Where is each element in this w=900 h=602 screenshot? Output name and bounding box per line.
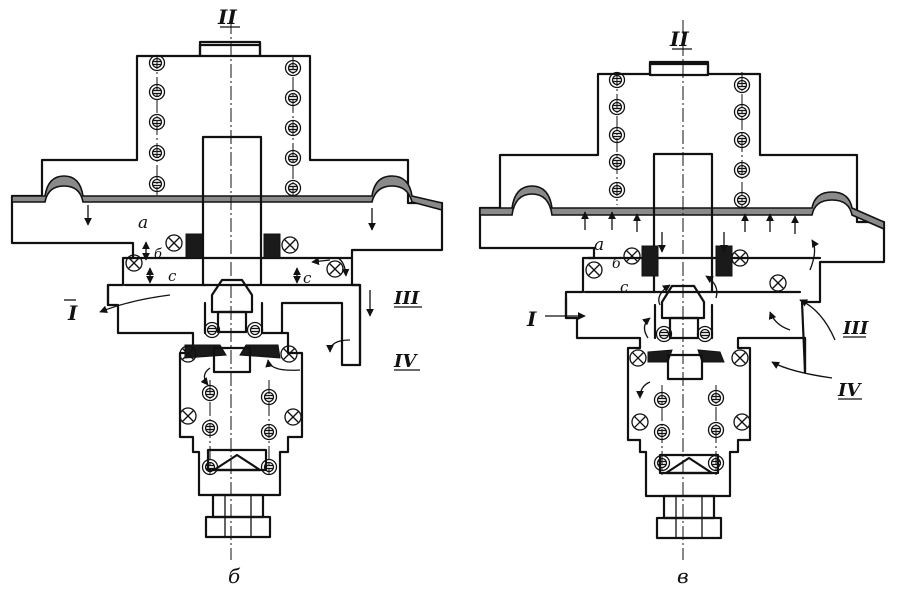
magnet-left <box>641 245 659 277</box>
figure-caption-v: в <box>677 564 689 588</box>
chamber-label-b: б <box>154 247 162 262</box>
magnet-right <box>263 233 281 259</box>
bottom-nut-upper <box>662 494 716 520</box>
chamber-label-b: б <box>612 256 621 272</box>
port-label-right-lower: IV <box>837 380 862 401</box>
port-label-right-upper: III <box>393 288 420 309</box>
chamber-label-a: a <box>138 213 148 233</box>
lower-spring <box>201 384 278 476</box>
port-label-right-upper: III <box>842 318 869 339</box>
port-label-right-lower: IV <box>393 351 418 372</box>
upper-spring <box>608 71 751 209</box>
bottom-nut-lower <box>204 515 272 539</box>
central-stem <box>201 135 263 287</box>
upper-housing <box>478 62 886 498</box>
port-label-left: I <box>67 301 78 325</box>
chamber-label-c-right: c <box>303 269 312 287</box>
bottom-nut-upper <box>211 493 265 519</box>
figure-caption-b: б <box>228 564 241 588</box>
chamber-label-a: a <box>594 235 604 255</box>
port-label-top: II <box>669 27 689 51</box>
diaphragm <box>479 185 885 231</box>
port-label-left: I <box>526 307 537 331</box>
pressure-arrows <box>581 211 799 253</box>
port-label-top: II <box>217 5 237 29</box>
chamber-label-c-left: c <box>168 267 177 285</box>
valve-cone <box>210 278 254 314</box>
diaphragm <box>11 175 443 212</box>
valve-cone <box>660 284 706 320</box>
chamber-label-c-left: c <box>620 278 629 296</box>
top-cap <box>198 40 262 58</box>
figure-v: II I III IV a б c в <box>478 20 886 588</box>
upper-housing <box>10 43 444 497</box>
bottom-nut-lower <box>655 516 723 540</box>
figure-b: II I III IV a б c c б <box>10 5 444 588</box>
magnet-left <box>185 233 203 259</box>
top-cap <box>648 60 710 77</box>
upper-spring <box>148 54 302 197</box>
